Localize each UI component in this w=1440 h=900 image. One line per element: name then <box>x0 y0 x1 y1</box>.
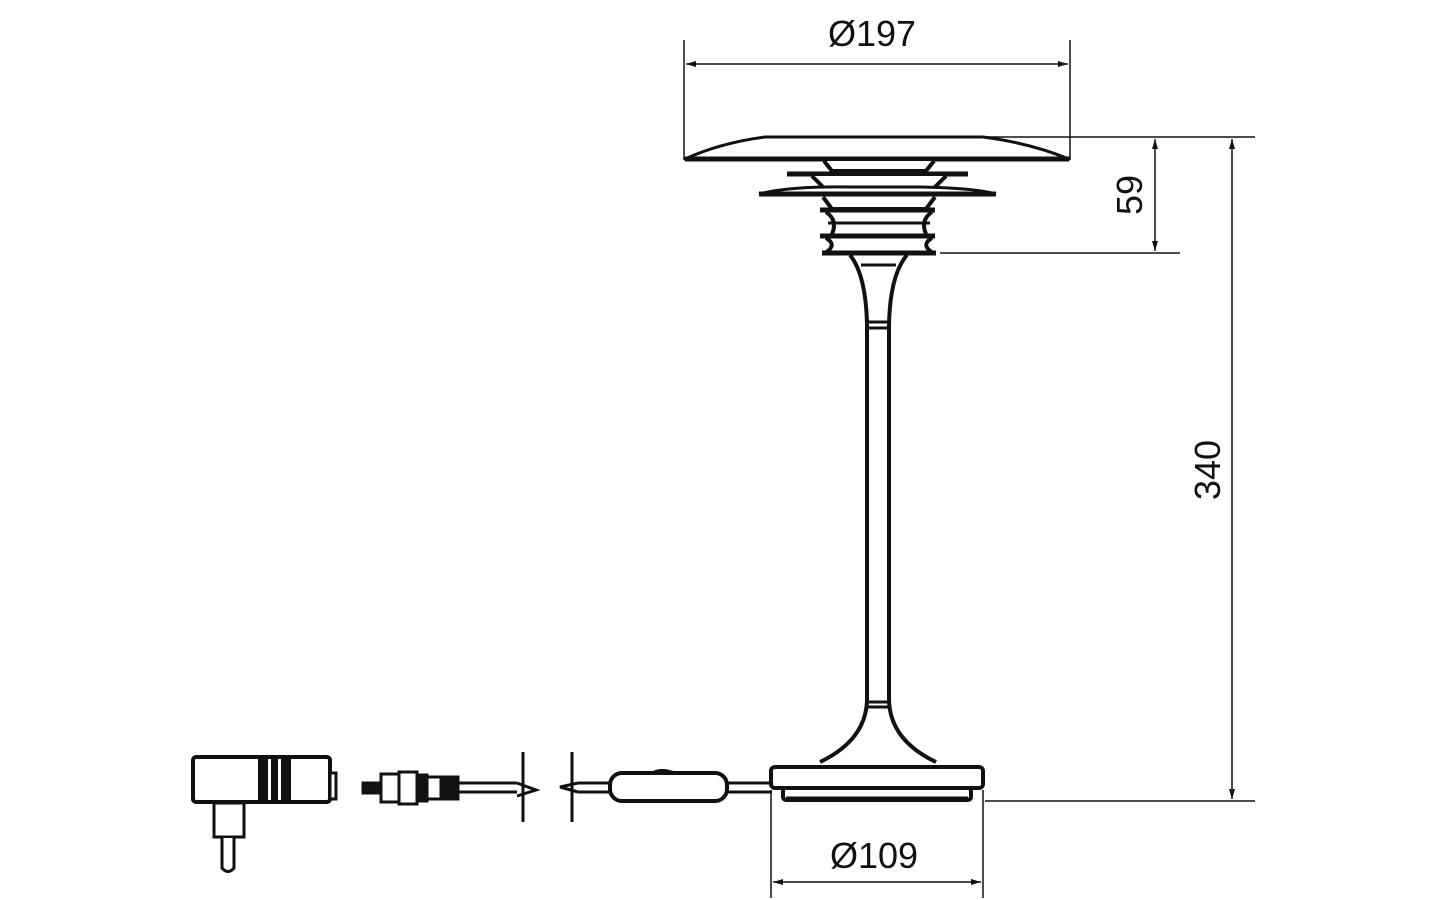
lamp-stem <box>819 253 937 764</box>
cable-with-switch <box>458 752 772 822</box>
dimension-total-height <box>985 139 1255 802</box>
total-height-label: 340 <box>1187 439 1229 501</box>
dimension-base-diameter <box>770 790 984 898</box>
power-adapter <box>191 755 338 873</box>
base-diameter-label: Ø109 <box>830 835 919 876</box>
lamp-base <box>769 765 985 802</box>
dc-connector <box>361 770 460 806</box>
shade-diameter-label: Ø197 <box>828 13 917 54</box>
head-height-label: 59 <box>1109 174 1151 216</box>
dimension-shade-diameter <box>683 40 1071 160</box>
lamp-shade <box>683 135 1071 256</box>
